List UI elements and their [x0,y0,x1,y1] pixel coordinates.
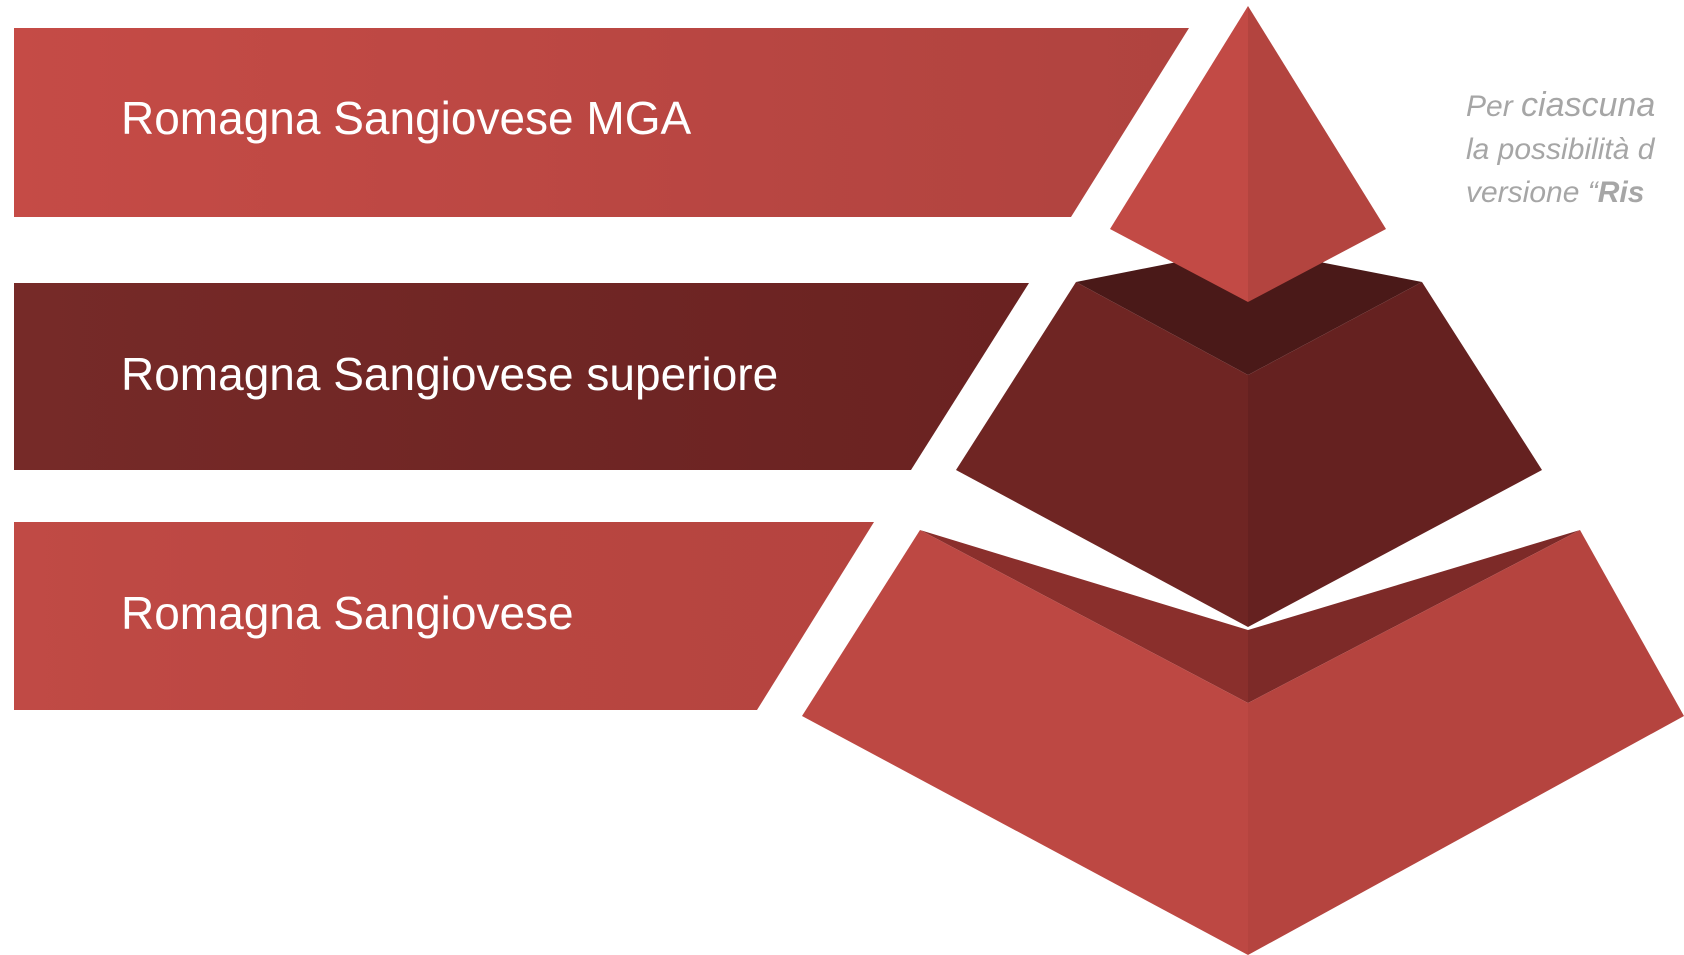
side-note-line-3: versione “Ris [1466,171,1684,214]
tier-label-superiore: Romagna Sangiovese superiore [121,348,778,400]
pyramid-top [1110,6,1386,302]
tier-band-mga: Romagna Sangiovese MGA [14,28,1189,217]
side-note-line-2: la possibilità d [1466,133,1655,166]
side-note-bold: Ris [1597,176,1645,209]
tier-band-sangiovese: Romagna Sangiovese [14,522,874,710]
side-note-line3-prefix: versione “ [1466,176,1598,209]
tier-band-superiore: Romagna Sangiovese superiore [14,283,1029,470]
pyramid-base [802,530,1684,955]
tier-label-sangiovese: Romagna Sangiovese [121,587,574,639]
tier-label-mga: Romagna Sangiovese MGA [121,92,692,144]
side-note-emphasis: ciascuna [1521,86,1656,124]
pyramid-middle [956,248,1542,627]
side-note: Per ciascuna la possibilità d versione “… [1466,84,1684,214]
side-note-prefix: Per [1466,90,1522,123]
side-note-line-1: Per ciascuna [1466,84,1684,128]
